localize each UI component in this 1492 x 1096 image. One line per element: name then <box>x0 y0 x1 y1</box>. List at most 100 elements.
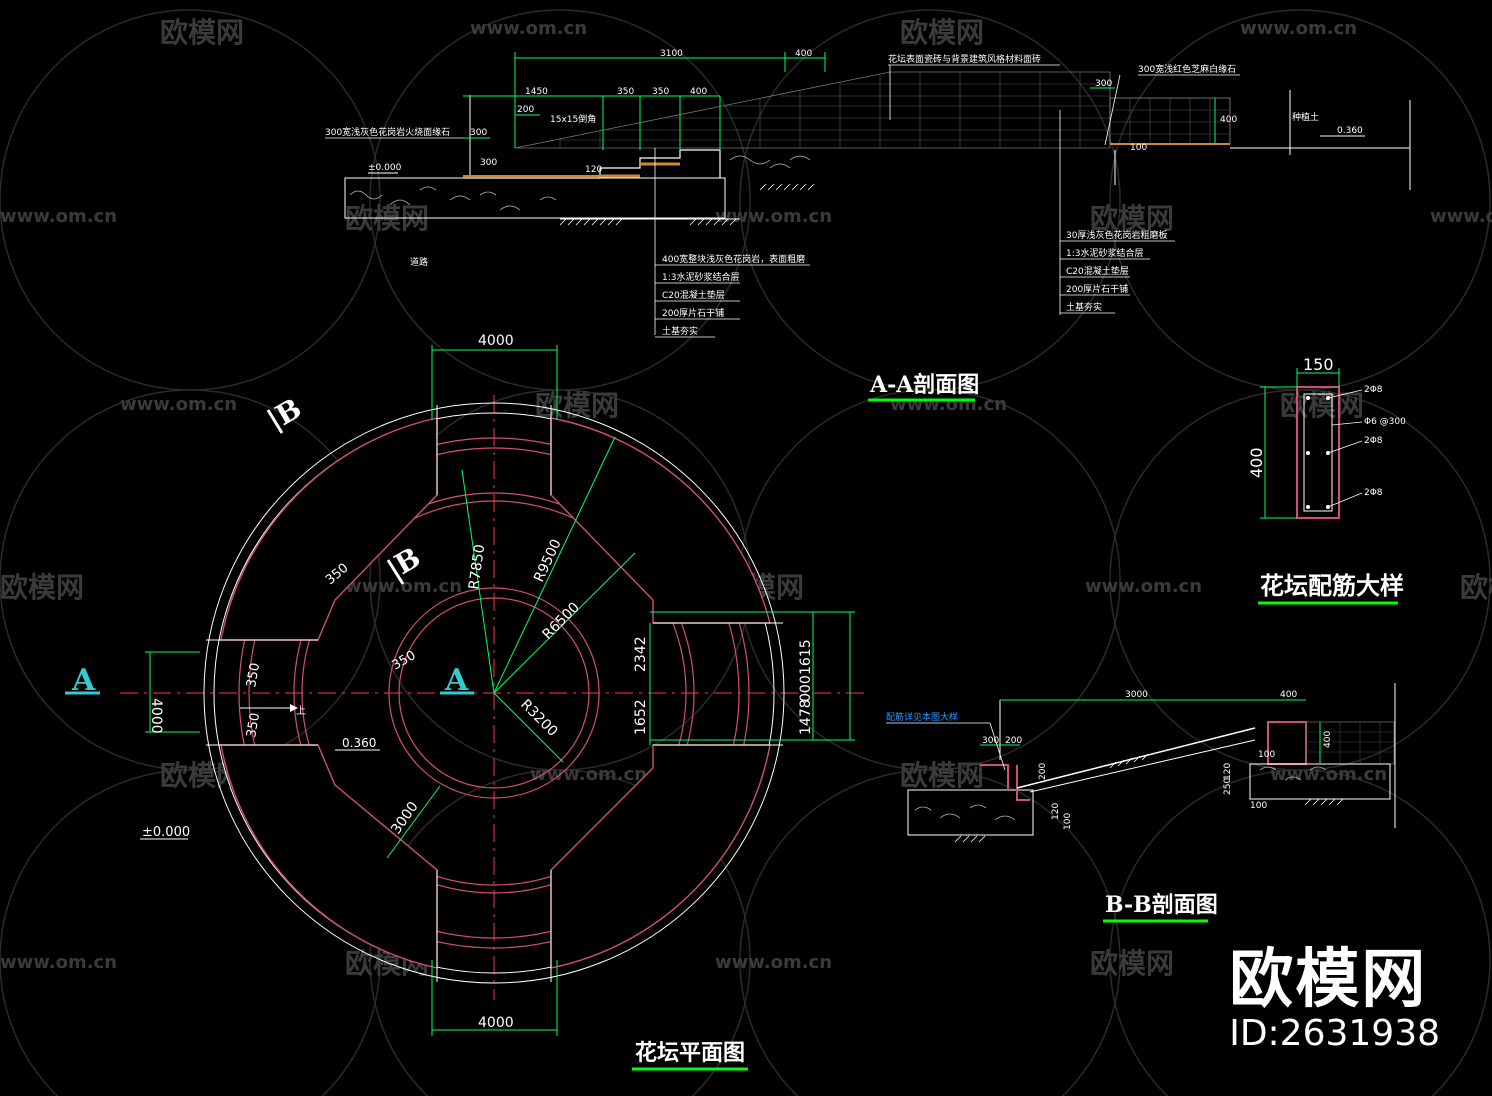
plan-dim-top: 4000 <box>478 333 514 349</box>
plan-radius: R7850 <box>466 543 488 590</box>
watermark-name: 欧模网 <box>900 16 984 49</box>
brand-id: ID:2631938 <box>1229 1013 1440 1054</box>
plan-dim-right: 1615 <box>798 639 814 675</box>
aa-dim: 300 <box>1095 79 1112 89</box>
aa-dim: 120 <box>585 165 602 175</box>
aa-layer-left: 土基夯实 <box>662 325 698 337</box>
watermark-circles <box>0 9 1491 1096</box>
aa-label-road: 道路 <box>410 256 428 268</box>
aa-dim: 300 <box>480 158 497 168</box>
aa-dim: 200 <box>517 105 534 115</box>
watermark-site: www.om.cn <box>715 206 832 227</box>
aa-dim: 400 <box>1220 115 1237 125</box>
bb-dim: 120 <box>1223 763 1233 780</box>
aa-layer-right: 200厚片石干铺 <box>1066 283 1128 295</box>
aa-layer-right: 1:3水泥砂浆结合层 <box>1066 247 1144 259</box>
plan-title: 花坛平面图 <box>635 1040 745 1066</box>
plan-dim-right: 1478 <box>798 699 814 735</box>
section-aa: 3100 400 1450 200 350 350 400 300 300 40… <box>325 49 1411 402</box>
bb-dim: 200 <box>1038 763 1048 780</box>
section-marker-b-inner: B <box>389 541 426 581</box>
rebar-dim-height: 400 <box>1247 447 1266 478</box>
aa-layer-left: 200厚片石干铺 <box>662 307 724 319</box>
rebar-dim-width: 150 <box>1303 355 1334 374</box>
watermark-name: 欧模网 <box>1460 571 1492 604</box>
aa-layers-left: 400宽整块浅灰色花岗岩，表面粗磨 1:3水泥砂浆结合层 C20混凝土垫层 20… <box>655 253 810 338</box>
aa-layer-right: 30厚浅灰色花岗岩粗磨板 <box>1066 229 1167 241</box>
plan-radius: R3200 <box>517 697 560 740</box>
bb-dim: 120 <box>1051 803 1061 820</box>
rebar-bar-top: 2Φ8 <box>1364 385 1383 395</box>
aa-layers-right: 30厚浅灰色花岗岩粗磨板 1:3水泥砂浆结合层 C20混凝土垫层 200厚片石干… <box>1060 229 1175 314</box>
plan-dim-2342: 2342 <box>633 636 649 672</box>
aa-dim: 350 <box>652 87 669 97</box>
rebar-bar-bottom: 2Φ8 <box>1364 488 1383 498</box>
rebar-stirrup: Φ6 @300 <box>1364 417 1406 427</box>
plan-dim-1652: 1652 <box>633 699 649 735</box>
bb-dim: 250 <box>1223 778 1233 795</box>
plan-elevation-outer: ±0.000 <box>142 825 190 840</box>
aa-label-chamfer: 15x15倒角 <box>550 113 596 125</box>
bb-dim: 100 <box>1258 750 1275 760</box>
watermark-site: www.om.cn <box>120 394 237 415</box>
bb-label-detail: 配筋详见本图大样 <box>886 711 958 723</box>
plan-arrow-up-label: 上 <box>296 705 306 717</box>
aa-dim: 1450 <box>525 87 548 97</box>
section-aa-title: A-A剖面图 <box>869 372 979 398</box>
plan-dim-left: 4000 <box>148 698 164 734</box>
watermark-name: 欧模网 <box>1090 947 1174 980</box>
bb-dim: 100 <box>1250 801 1267 811</box>
watermark-name: 欧模网 <box>900 759 984 792</box>
aa-layer-right: C20混凝土垫层 <box>1066 265 1129 277</box>
watermark-site: www.om.cn <box>1430 206 1492 227</box>
aa-label-curb-right: 300宽浅红色芝麻白缘石 <box>1138 63 1236 75</box>
bb-dim: 3000 <box>1125 690 1148 700</box>
watermark-site: www.om.cn <box>1085 576 1202 597</box>
watermark-site: www.om.cn <box>530 764 647 785</box>
aa-dim: 100 <box>1130 143 1147 153</box>
aa-dim: 350 <box>617 87 634 97</box>
rebar-bar-mid: 2Φ8 <box>1364 436 1383 446</box>
section-bb-title: B-B剖面图 <box>1105 892 1218 918</box>
aa-layer-left: 1:3水泥砂浆结合层 <box>662 271 740 283</box>
watermark-site: www.om.cn <box>715 952 832 973</box>
aa-dim: 300 <box>470 128 487 138</box>
aa-elevation-zero: ±0.000 <box>368 163 402 173</box>
watermark-site: www.om.cn <box>470 18 587 39</box>
aa-dim: 400 <box>690 87 707 97</box>
plan-radius: R9500 <box>531 537 565 585</box>
watermark-site: www.om.cn <box>1270 764 1387 785</box>
watermark-name: 欧模网 <box>1090 202 1174 235</box>
watermark-site: www.om.cn <box>0 952 117 973</box>
aa-dim: 400 <box>795 49 812 59</box>
plan-radius: R6500 <box>540 599 583 642</box>
aa-layer-left: C20混凝土垫层 <box>662 289 725 301</box>
watermark-name: 欧模网 <box>535 389 619 422</box>
aa-label-soil: 种植土 <box>1292 111 1319 123</box>
aa-dim: 3100 <box>660 49 683 59</box>
aa-label-curb-left: 300宽浅灰色花岗岩火烧面缘石 <box>325 126 450 138</box>
plan-dim-350: 350 <box>390 648 419 673</box>
brand-name: 欧模网 <box>1229 943 1428 1017</box>
aa-layer-left: 400宽整块浅灰色花岗岩，表面粗磨 <box>662 253 805 265</box>
aa-elevation-right: 0.360 <box>1337 126 1363 136</box>
section-bb: 3000 400 300 200 100 200 400 120 250 100… <box>886 683 1396 923</box>
bb-dim: 300 <box>982 736 999 746</box>
plan-elevation-inner: 0.360 <box>342 736 376 750</box>
bb-dim: 200 <box>1005 736 1022 746</box>
bb-dim: 400 <box>1323 731 1333 748</box>
bb-dim: 100 <box>1063 813 1073 830</box>
plan-dim-bottom: 4000 <box>478 1015 514 1031</box>
plan-dim-350: 350 <box>244 712 263 739</box>
watermark-name: 欧模网 <box>160 16 244 49</box>
plan-dim-right: 000 <box>798 675 814 702</box>
aa-layer-right: 土基夯实 <box>1066 301 1102 313</box>
brand-watermark: 欧模网 ID:2631938 <box>1229 946 1440 1054</box>
rebar-title: 花坛配筋大样 <box>1260 571 1404 600</box>
plan-dim-350: 350 <box>244 662 263 689</box>
watermark-site: www.om.cn <box>345 576 462 597</box>
watermark-site: www.om.cn <box>0 206 117 227</box>
bb-dim: 400 <box>1280 690 1297 700</box>
